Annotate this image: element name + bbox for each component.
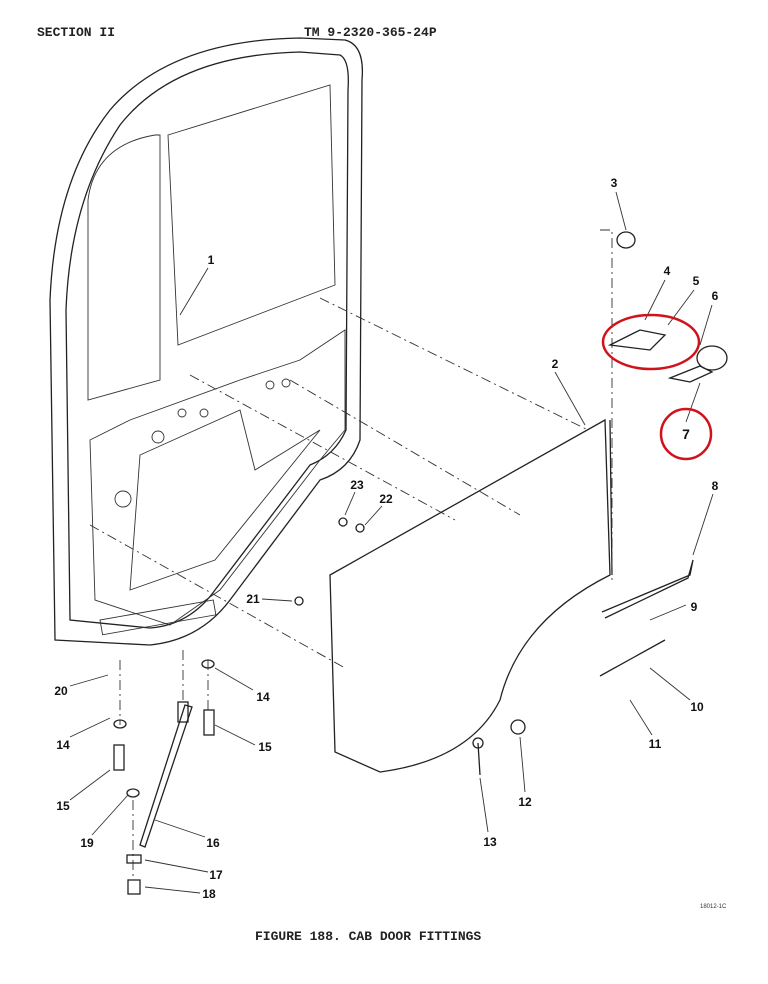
leader-lines — [69, 191, 714, 894]
callout-12: 12 — [518, 795, 532, 809]
callout-14b: 14 — [56, 738, 70, 752]
figure-caption: FIGURE 188. CAB DOOR FITTINGS — [255, 929, 482, 944]
callout-2: 2 — [552, 357, 559, 371]
callout-15b: 15 — [56, 799, 70, 813]
highlight-ring-parts-4-5 — [601, 313, 701, 371]
callout-1: 1 — [208, 253, 215, 267]
callout-13: 13 — [483, 835, 497, 849]
door-frame — [49, 37, 364, 646]
callout-22: 22 — [379, 492, 393, 506]
section-label: SECTION II — [37, 25, 116, 40]
callout-9: 9 — [691, 600, 698, 614]
drawing-code: 18012-1C — [700, 904, 727, 910]
trim-panel — [329, 418, 613, 773]
highlight-ring-part-7 — [659, 407, 713, 461]
callout-19: 19 — [80, 836, 94, 850]
callout-7: 7 — [682, 426, 690, 442]
callout-17: 17 — [209, 868, 223, 882]
callout-16: 16 — [206, 836, 220, 850]
callout-4: 4 — [664, 264, 671, 278]
callout-15a: 15 — [258, 740, 272, 754]
callout-6: 6 — [712, 289, 719, 303]
callout-21: 21 — [246, 592, 260, 606]
callout-3: 3 — [611, 176, 618, 190]
callout-labels: 1 2 3 4 5 6 7 8 9 10 11 12 13 14 14 15 1… — [54, 176, 718, 901]
callout-23: 23 — [350, 478, 364, 492]
callout-10: 10 — [690, 700, 704, 714]
manual-number: TM 9-2320-365-24P — [304, 25, 437, 40]
callout-14a: 14 — [256, 690, 270, 704]
callout-20: 20 — [54, 684, 68, 698]
parts — [113, 231, 728, 895]
assembly-lines — [89, 229, 613, 880]
callout-8: 8 — [712, 479, 719, 493]
callout-11: 11 — [649, 737, 662, 751]
callout-5: 5 — [693, 274, 700, 288]
callout-18: 18 — [202, 887, 216, 901]
